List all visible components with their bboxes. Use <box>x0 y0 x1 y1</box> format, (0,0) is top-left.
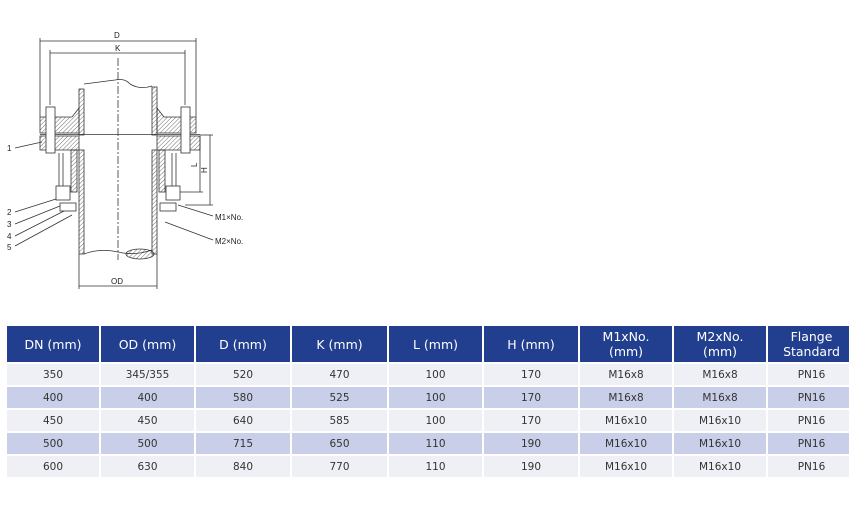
upper-pipe <box>78 79 158 136</box>
lower-flange <box>39 134 201 151</box>
table-cell: 100 <box>389 387 482 408</box>
column-header-text: D (mm) <box>219 336 267 352</box>
table-cell: 525 <box>292 387 387 408</box>
dimension-h <box>185 134 213 206</box>
label-m1: M1×No. <box>215 213 243 222</box>
flange-bolts <box>45 106 191 190</box>
table-cell: 190 <box>484 433 578 454</box>
column-header-text: OD (mm) <box>118 336 177 352</box>
table-cell: M16x10 <box>580 433 672 454</box>
table-cell: 100 <box>389 364 482 385</box>
table-cell: 100 <box>389 410 482 431</box>
table-cell: M16x10 <box>580 456 672 477</box>
column-header-text: H (mm) <box>507 336 555 352</box>
table-cell: 500 <box>101 433 194 454</box>
column-header-text: Standard <box>783 344 840 359</box>
dimension-k <box>49 50 186 105</box>
table-cell: M16x8 <box>580 387 672 408</box>
column-header-text: L (mm) <box>412 336 459 352</box>
table-cell: 110 <box>389 433 482 454</box>
lower-pipe <box>78 149 158 260</box>
table-cell: 350 <box>7 364 99 385</box>
dismantling-joint-drawing: D K L H OD 1 2 3 4 5 M1×No. M2×No. <box>7 31 243 289</box>
column-header-text: DN (mm) <box>24 336 82 352</box>
table-cell: M16x8 <box>674 364 766 385</box>
table-header-row: DN (mm) OD (mm) D (mm) K (mm) L (mm) H (mm) M1… <box>7 326 849 362</box>
table-cell: 500 <box>7 433 99 454</box>
part-label-2: 2 <box>7 208 12 217</box>
table-cell: 600 <box>7 456 99 477</box>
table-cell: 840 <box>196 456 290 477</box>
table-cell: PN16 <box>768 387 849 408</box>
part-label-4: 4 <box>7 232 12 241</box>
table-cell: 580 <box>196 387 290 408</box>
table-cell: M16x10 <box>674 433 766 454</box>
column-header-text: (mm) <box>608 344 644 359</box>
right-sleeve <box>158 149 166 193</box>
table-cell: 470 <box>292 364 387 385</box>
column-header-text: Flange <box>790 329 833 344</box>
table-cell: 585 <box>292 410 387 431</box>
column-header-text: (mm) <box>702 344 738 359</box>
column-header: L (mm) <box>389 326 482 362</box>
part-label-3: 3 <box>7 220 12 229</box>
table-cell: 400 <box>7 387 99 408</box>
table-cell: M16x10 <box>674 410 766 431</box>
leader-lines <box>14 141 214 247</box>
table-cell: 190 <box>484 456 578 477</box>
dimensions-table: DN (mm) OD (mm) D (mm) K (mm) L (mm) H (mm) M1… <box>5 324 849 479</box>
part-label-1: 1 <box>7 144 12 153</box>
label-l: L <box>190 162 199 167</box>
table-cell: 630 <box>101 456 194 477</box>
table-cell: 400 <box>101 387 194 408</box>
table-cell: 450 <box>7 410 99 431</box>
gland-bolts <box>55 185 181 212</box>
table-cell: PN16 <box>768 410 849 431</box>
column-header: D (mm) <box>196 326 290 362</box>
table-cell: 650 <box>292 433 387 454</box>
label-od: OD <box>111 277 123 286</box>
dimension-d <box>39 38 197 117</box>
table-cell: 345/355 <box>101 364 194 385</box>
column-header: H (mm) <box>484 326 578 362</box>
column-header: DN (mm) <box>7 326 99 362</box>
label-m2: M2×No. <box>215 237 243 246</box>
table-cell: PN16 <box>768 456 849 477</box>
column-header-text: M1xNo. <box>602 329 650 344</box>
part-label-5: 5 <box>7 243 12 252</box>
label-h: H <box>200 167 209 173</box>
table-cell: 110 <box>389 456 482 477</box>
table-cell: 170 <box>484 410 578 431</box>
table-cell: M16x8 <box>580 364 672 385</box>
table-cell: 520 <box>196 364 290 385</box>
table-cell: 640 <box>196 410 290 431</box>
table-cell: 170 <box>484 387 578 408</box>
column-header: M2xNo.(mm) <box>674 326 766 362</box>
dimension-od <box>78 254 158 289</box>
table-cell: PN16 <box>768 433 849 454</box>
column-header: K (mm) <box>292 326 387 362</box>
table-cell: 170 <box>484 364 578 385</box>
label-k: K <box>115 44 121 53</box>
table-cell: 450 <box>101 410 194 431</box>
table-cell: M16x10 <box>674 456 766 477</box>
table-cell: M16x8 <box>674 387 766 408</box>
label-d: D <box>114 31 120 40</box>
table-cell: 770 <box>292 456 387 477</box>
column-header-text: M2xNo. <box>696 329 744 344</box>
left-sleeve <box>70 149 78 193</box>
table-cell: PN16 <box>768 364 849 385</box>
dimension-l <box>180 136 203 193</box>
column-header: OD (mm) <box>101 326 194 362</box>
column-header-text: K (mm) <box>316 336 363 352</box>
column-header: M1xNo.(mm) <box>580 326 672 362</box>
table-cell: 715 <box>196 433 290 454</box>
table-cell: M16x10 <box>580 410 672 431</box>
